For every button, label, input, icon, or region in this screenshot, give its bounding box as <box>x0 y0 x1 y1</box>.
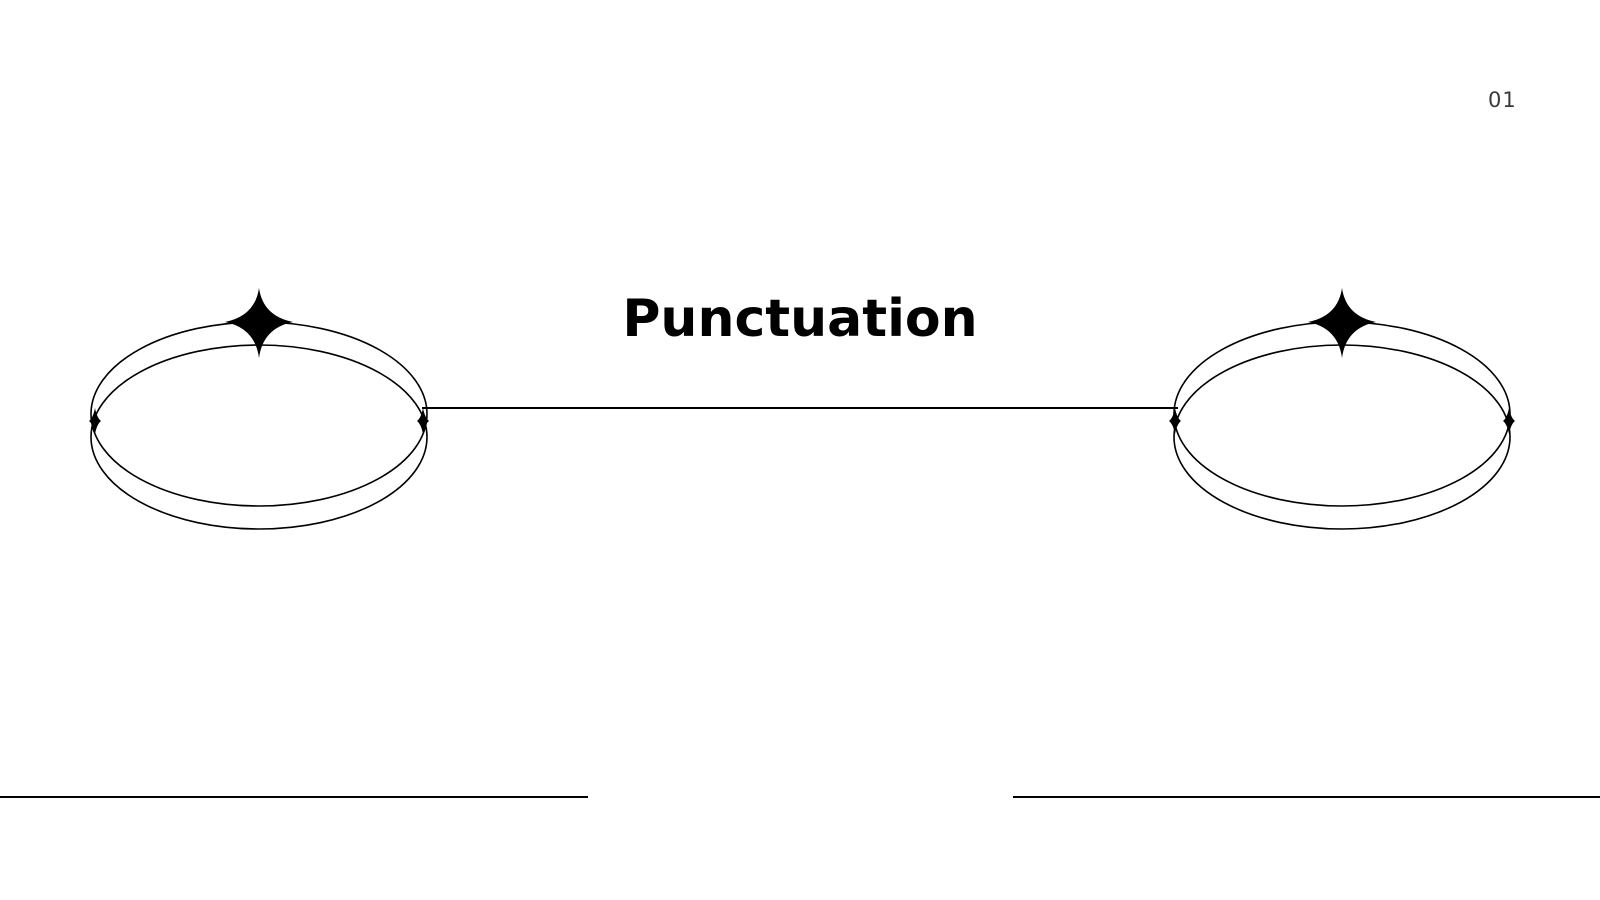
right-ring-edge-icon <box>1169 408 1181 434</box>
slide-title: Punctuation <box>622 289 978 349</box>
left-sparkle-ring-icon <box>89 288 429 530</box>
right-ring-edge-icon <box>1503 408 1515 434</box>
left-star-icon <box>225 288 293 358</box>
left-ring-inner <box>90 344 428 530</box>
right-ring-inner <box>1173 344 1511 530</box>
right-sparkle-ring-icon <box>1169 288 1515 530</box>
left-ring-edge-icon <box>89 408 101 434</box>
left-ring-edge-icon <box>417 408 429 434</box>
right-star-icon <box>1308 288 1376 358</box>
page-number: 01 <box>1488 88 1517 112</box>
